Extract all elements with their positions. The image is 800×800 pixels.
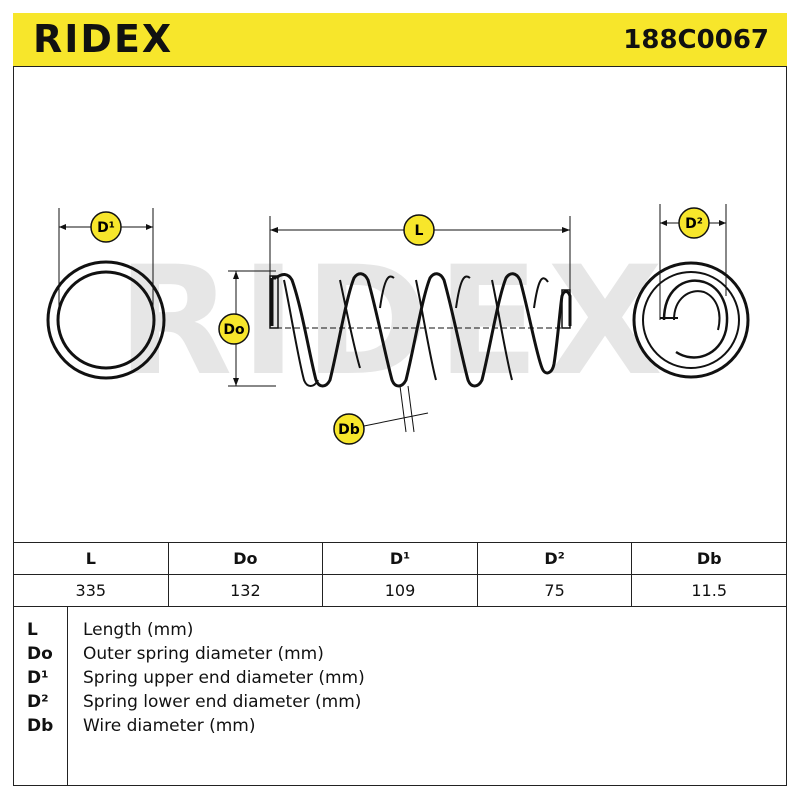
header-cell-d2: D² — [476, 542, 633, 575]
value-cell-l: 335 — [13, 574, 169, 607]
legend-abbr: L — [27, 620, 38, 640]
d1-badge: D¹ — [90, 211, 122, 243]
legend-abbr: D² — [27, 692, 49, 712]
legend-abbr: Db — [27, 716, 54, 736]
legend-desc: Spring lower end diameter (mm) — [83, 692, 362, 712]
brand-logo: RIDEX — [33, 17, 174, 61]
db-badge: Db — [333, 413, 365, 445]
do-label: Do — [223, 322, 245, 338]
legend-desc: Wire diameter (mm) — [83, 716, 256, 736]
header-cell-l: L — [13, 542, 169, 575]
lower-end-view — [632, 204, 750, 379]
spring-diagram: RIDEX D¹ — [14, 68, 786, 542]
legend: L Length (mm) Do Outer spring diameter (… — [13, 606, 787, 786]
part-number: 188C0067 — [623, 25, 769, 55]
legend-abbr: Do — [27, 644, 53, 664]
header-cell-db: Db — [631, 542, 787, 575]
watermark-text: RIDEX — [117, 235, 671, 409]
db-label: Db — [338, 422, 360, 438]
spec-table: L Do D¹ D² Db 335 132 109 75 11.5 — [13, 542, 787, 607]
spec-table-value-row: 335 132 109 75 11.5 — [13, 574, 787, 607]
spring-diagram-svg: RIDEX D¹ — [46, 204, 750, 445]
legend-divider — [67, 606, 68, 786]
legend-desc: Spring upper end diameter (mm) — [83, 668, 365, 688]
value-cell-d2: 75 — [476, 574, 633, 607]
value-cell-d1: 109 — [322, 574, 478, 607]
do-badge: Do — [218, 313, 250, 345]
header-cell-d1: D¹ — [322, 542, 478, 575]
value-cell-db: 11.5 — [631, 574, 787, 607]
l-badge: L — [403, 214, 435, 246]
spec-table-header-row: L Do D¹ D² Db — [13, 542, 787, 575]
value-cell-do: 132 — [167, 574, 324, 607]
l-label: L — [415, 223, 424, 239]
d1-label: D¹ — [97, 220, 115, 236]
upper-end-view — [46, 208, 166, 380]
legend-desc: Outer spring diameter (mm) — [83, 644, 324, 664]
header-cell-do: Do — [167, 542, 324, 575]
header-bar: RIDEX 188C0067 — [13, 13, 787, 67]
legend-abbr: D¹ — [27, 668, 49, 688]
d2-label: D² — [685, 216, 703, 232]
legend-desc: Length (mm) — [83, 620, 194, 640]
d2-badge: D² — [678, 207, 710, 239]
